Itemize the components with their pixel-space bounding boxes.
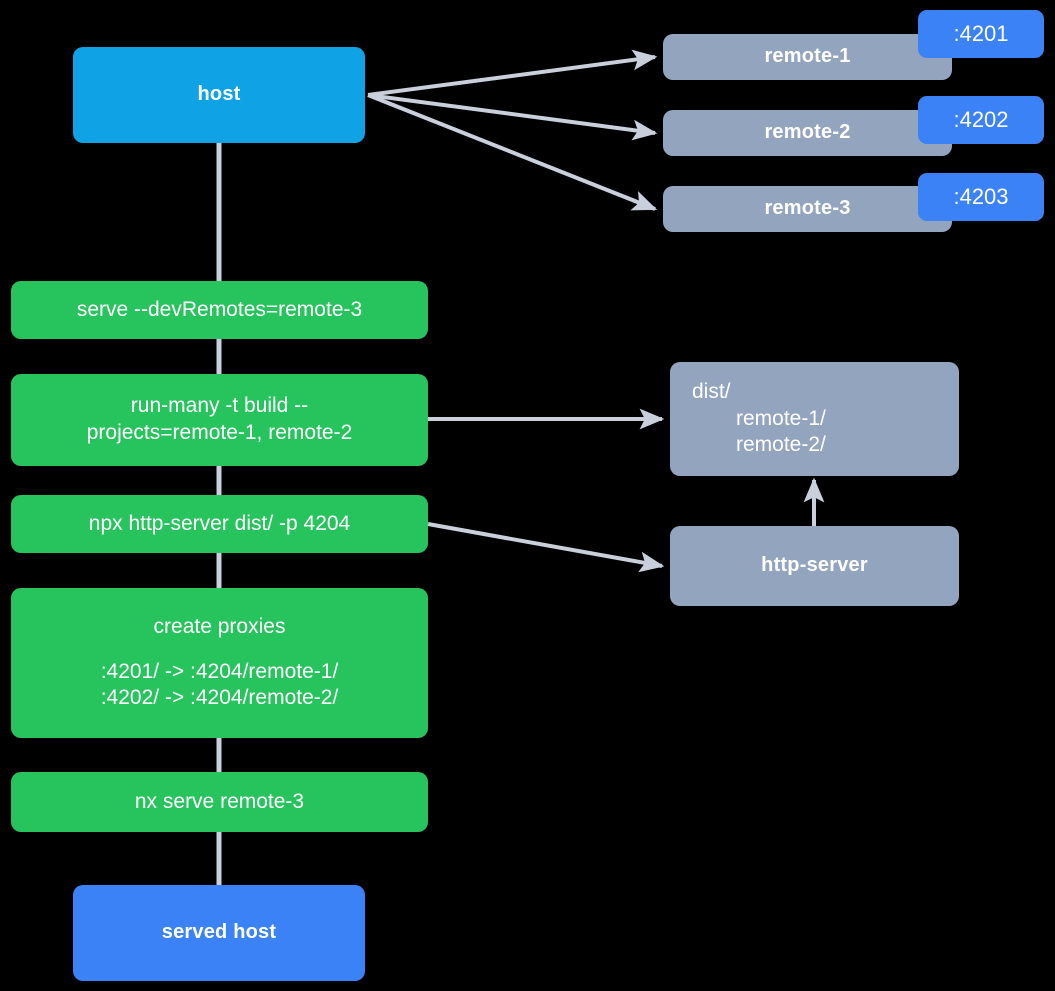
node-create-proxies-mapping-1: :4201/ -> :4204/remote-1/ xyxy=(100,659,339,683)
node-serve-dev-remotes[interactable]: serve --devRemotes=remote-3 xyxy=(11,281,428,339)
node-nx-serve-remote-3-label: nx serve remote-3 xyxy=(134,789,305,813)
badge-remote-1-port: :4201 xyxy=(918,10,1044,58)
node-run-many-line-2: projects=remote-1, remote-2 xyxy=(86,421,353,444)
node-dist-root-label: dist/ xyxy=(692,379,731,403)
node-remote-2-label: remote-2 xyxy=(764,121,851,144)
node-create-proxies[interactable]: create proxies :4201/ -> :4204/remote-1/… xyxy=(11,588,428,738)
node-served-host-label: served host xyxy=(161,921,277,944)
badge-remote-3-port-label: :4203 xyxy=(953,184,1009,209)
node-remote-1-label: remote-1 xyxy=(764,45,851,68)
node-remote-1[interactable]: remote-1 xyxy=(663,34,952,80)
node-run-many[interactable]: run-many -t build -- projects=remote-1, … xyxy=(11,374,428,466)
edge-http-server-cmd-to-http-server xyxy=(427,522,665,573)
node-served-host[interactable]: served host xyxy=(73,885,365,981)
node-dist-remote-1-label: remote-1/ xyxy=(736,406,826,430)
node-remote-3-label: remote-3 xyxy=(764,197,851,220)
node-dist-remote-2-label: remote-2/ xyxy=(736,433,826,457)
node-http-server-label: http-server xyxy=(761,554,868,577)
node-run-many-line-1: run-many -t build -- xyxy=(130,394,309,418)
node-http-server[interactable]: http-server xyxy=(670,526,959,606)
node-npx-http-server[interactable]: npx http-server dist/ -p 4204 xyxy=(11,495,428,553)
node-nx-serve-remote-3[interactable]: nx serve remote-3 xyxy=(11,772,428,832)
badge-remote-2-port-label: :4202 xyxy=(953,107,1009,132)
node-npx-http-server-label: npx http-server dist/ -p 4204 xyxy=(88,511,351,535)
node-create-proxies-title: create proxies xyxy=(153,614,286,638)
node-create-proxies-mapping-2: :4202/ -> :4204/remote-2/ xyxy=(100,686,339,710)
badge-remote-1-port-label: :4201 xyxy=(953,21,1009,46)
node-serve-dev-remotes-label: serve --devRemotes=remote-3 xyxy=(76,297,363,321)
edge-host-to-remote-3 xyxy=(367,93,658,211)
badge-remote-2-port: :4202 xyxy=(918,96,1044,144)
edge-host-to-remote-2 xyxy=(367,93,658,141)
node-host[interactable]: host xyxy=(73,47,365,143)
node-remote-3[interactable]: remote-3 xyxy=(663,186,952,232)
edge-host-to-remote-1 xyxy=(367,49,658,97)
node-remote-2[interactable]: remote-2 xyxy=(663,110,952,156)
badge-remote-3-port: :4203 xyxy=(918,173,1044,221)
node-host-label: host xyxy=(197,83,241,106)
node-dist-folder[interactable]: dist/ remote-1/ remote-2/ xyxy=(670,362,959,476)
